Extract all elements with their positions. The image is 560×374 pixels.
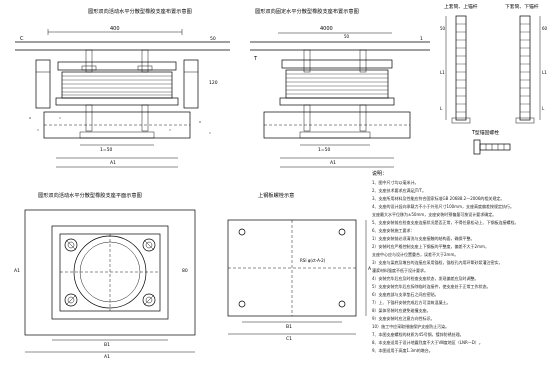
t-bolt-label: T型锚固螺栓	[471, 129, 499, 136]
elevation-right-view: 圆形双向固定水平分散型橡胶支座布置示意图 4000 50 T 1 1=50 A1	[250, 7, 430, 168]
note-item: 5、支座安装前应检查支座连接状况是否正常，不得任意松动上、下钢板连接螺栓。	[372, 219, 519, 225]
plan-left-dim-80: 80	[182, 268, 188, 274]
lower-bolt-label: 下套筒、下锚杆	[505, 3, 539, 10]
note-item: 8、本支座适用于设计地震烈度不大于Ⅷ度地区（LNR—D）。	[372, 339, 483, 345]
lower-bolt-dim-1: 60	[542, 26, 548, 31]
elevation-right-bottom-dim-1: 1=50	[318, 147, 330, 153]
plan-left-dim-b1: B1	[104, 342, 110, 348]
note-item: 8）梁体吊装时应避免碰撞支座。	[372, 307, 431, 313]
elevation-right-top-dim: 4000	[320, 26, 333, 32]
upper-bolt-dim-2: L1	[440, 70, 445, 75]
note-item: 支座中心应与设计位置重合，误差不大于2mm。	[372, 251, 458, 257]
upper-bolt-dim-3: L	[440, 106, 443, 111]
plan-left-view: 圆形双向活动水平分散型橡胶支座平面示意图 B1 A1 80 A1	[14, 191, 196, 360]
note-item: 7、本图支座螺栓的材质为45号钢，镀锌防锈处理。	[372, 331, 464, 337]
note-item: 4）安装完毕后应及时检查支座状态，发现偏差应及时调整。	[372, 275, 479, 281]
note-item: 3）支座与梁底及墩台的连接应采用锚栓，锚栓孔内用环氧砂浆灌注密实，	[372, 259, 503, 265]
elevation-left-top-dim: 400	[110, 26, 120, 32]
note-item: 2、支座技术要求应满足JT/T。	[372, 187, 426, 193]
elevation-left-side-dim: 50	[210, 36, 216, 42]
elevation-left-view: 圆形双向活动水平分散型橡胶支座布置示意图 400 C 50	[15, 7, 230, 168]
note-item: 9、本图适用于高度1.3m的墩台。	[372, 347, 433, 353]
note-item: 3、支座所用材料及性能应符合国家标准GB 20688.2—2006的相关规定。	[372, 195, 504, 201]
note-item: 4、支座的设计竖向承载力不小于外形尺寸100mm，支座高度偏差按规定执行。	[372, 203, 514, 209]
note-item: 支座最大水平位移为±50mm，支座安装时预偏量可按设计要求确定。	[372, 211, 496, 217]
note-item: 5）支座安装完毕后应拆除临时连接件，使支座处于正常工作状态。	[372, 283, 491, 289]
plan-right-dim-b1: B1	[286, 324, 292, 330]
elevation-left-mark-c: C	[20, 36, 24, 42]
bolt-detail-view: 上套筒、上锚杆 下套筒、下锚杆 50 L1 L 60 L1	[440, 3, 548, 155]
elevation-right-title: 圆形双向固定水平分散型橡胶支座布置示意图	[255, 7, 359, 15]
elevation-right-side-dim: 1	[420, 36, 423, 42]
note-item: 7）上、下锚杆安装完成后方可浇筑混凝土。	[372, 299, 451, 305]
elevation-right-bottom-dim-2: A1	[330, 160, 336, 166]
upper-bolt-label: 上套筒、上锚杆	[444, 3, 478, 10]
note-item: 灌浆材料强度不低于设计要求。	[372, 267, 428, 273]
note-item: 1、图中尺寸均以毫米计。	[372, 179, 419, 185]
notes-title: 说明：	[372, 170, 387, 177]
note-item: 10）施工中应采取措施保护支座防止污染。	[372, 323, 449, 329]
elevation-right-top-dim-2: 50	[344, 34, 350, 39]
note-item: 2）安装时应严格控制支座上下钢板的平整度，偏差不大于2mm，	[372, 243, 489, 249]
elevation-left-bottom-dim-1: 1=50	[100, 147, 112, 153]
note-item: 1）支座安装前必须清洗与支座接触的结构面，确保平整。	[372, 235, 475, 241]
lower-bolt-dim-2: L1	[542, 70, 547, 75]
elevation-left-title: 圆形双向活动水平分散型橡胶支座布置示意图	[88, 7, 192, 15]
plan-left-dim-a1-side: A1	[14, 268, 20, 274]
plan-right-formula: RSI φ(ct-A-2)	[300, 258, 326, 263]
note-item: 6、支座安装施工要求：	[372, 227, 415, 233]
note-item: 6）支座底部与支承垫石之间应密贴。	[372, 291, 439, 297]
elevation-right-mark-t: T	[253, 56, 258, 62]
lower-bolt-dim-3: L	[542, 106, 545, 111]
plan-left-dim-a1: A1	[104, 354, 110, 360]
plan-left-title: 圆形双向活动水平分散型橡胶支座平面示意图	[38, 191, 142, 199]
notes-block: 说明： 1、图中尺寸均以毫米计。 2、支座技术要求应满足JT/T。 3、支座所用…	[372, 170, 519, 353]
plan-right-dim-a: A	[368, 266, 372, 272]
upper-bolt-dim-1: 50	[440, 26, 446, 31]
plan-right-view: 上钢板螺栓示意 RSI φ(ct-A-2) B1 C1 A	[227, 191, 372, 342]
elevation-left-bottom-dim-2: A1	[110, 160, 116, 166]
plan-right-title: 上钢板螺栓示意	[258, 191, 294, 199]
note-item: 9）支座安装时应注意方向性标识。	[372, 315, 435, 321]
plan-right-dim-c1: C1	[286, 336, 292, 342]
elevation-left-mid-dim: 120	[209, 80, 218, 86]
